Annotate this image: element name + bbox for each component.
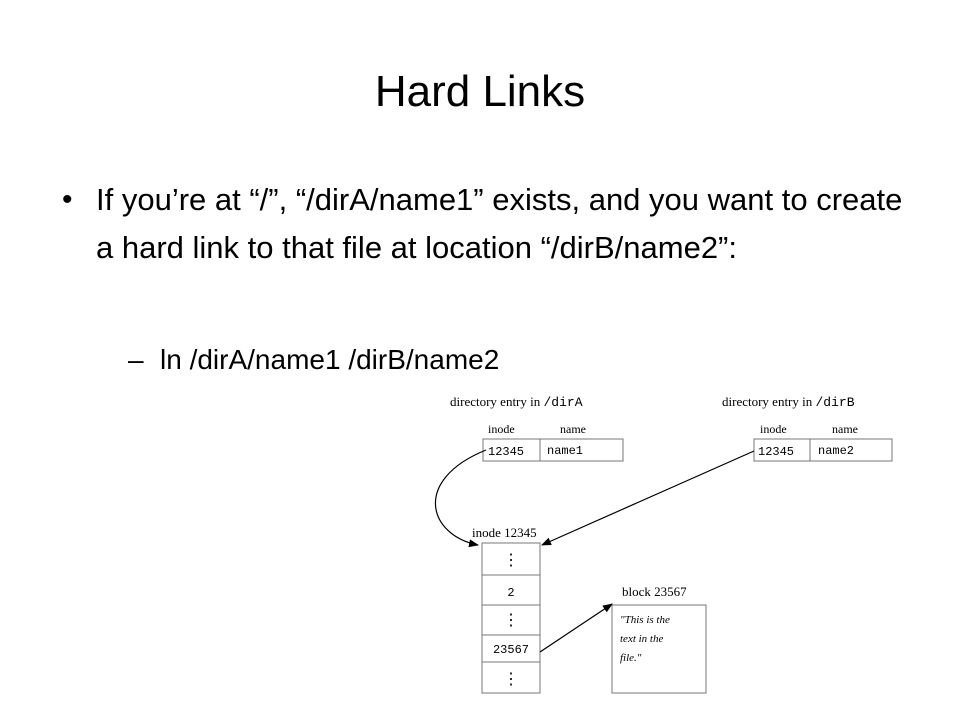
data-block: block 23567 "This is the text in the fil… bbox=[611, 584, 707, 694]
main-bullet: • If you’re at “/”, “/dirA/name1” exists… bbox=[62, 176, 922, 272]
inode-block-pointer: 23567 bbox=[493, 643, 529, 657]
data-block-line-3: file." bbox=[620, 652, 642, 664]
dirA-col-name: name bbox=[560, 422, 586, 436]
inode-link-count: 2 bbox=[507, 586, 514, 600]
dirB-caption: directory entry in /dirB bbox=[722, 394, 855, 410]
sub-bullet-dash: – bbox=[128, 344, 144, 375]
sub-bullet-command: ln /dirA/name1 /dirB/name2 bbox=[160, 344, 500, 375]
dirB-to-inode-arrow bbox=[541, 450, 755, 546]
dirB-col-name: name bbox=[832, 422, 858, 436]
dirA-caption-text: directory entry in bbox=[450, 394, 544, 409]
main-bullet-text: If you’re at “/”, “/dirA/name1” exists, … bbox=[96, 182, 903, 265]
dirA-entry: directory entry in /dirA inode name 1234… bbox=[450, 394, 624, 462]
inode-ellipsis-bottom: ⋮ bbox=[503, 671, 519, 689]
data-block-line-2: text in the bbox=[620, 633, 663, 645]
inode-label: inode 12345 bbox=[472, 525, 537, 540]
dirA-inode-value: 12345 bbox=[488, 445, 524, 459]
dirA-col-inode: inode bbox=[488, 422, 515, 436]
slide-title: Hard Links bbox=[374, 67, 586, 116]
bullet-dot: • bbox=[62, 183, 73, 216]
sub-bullet: –ln /dirA/name1 /dirB/name2 bbox=[128, 338, 888, 382]
inode-ellipsis-top: ⋮ bbox=[503, 552, 519, 570]
inode-block: inode 12345 ⋮ 2 ⋮ 23567 ⋮ bbox=[472, 525, 541, 694]
dirA-row-box bbox=[482, 438, 624, 462]
data-block-label: block 23567 bbox=[622, 584, 687, 599]
inode-to-block-arrow bbox=[539, 603, 613, 653]
dirB-entry: directory entry in /dirB inode name 1234… bbox=[722, 394, 893, 462]
inode-box bbox=[481, 542, 541, 694]
dirA-caption: directory entry in /dirA bbox=[450, 394, 583, 410]
dirB-inode-value: 12345 bbox=[758, 445, 794, 459]
data-block-box bbox=[611, 604, 707, 694]
dirB-caption-path: /dirB bbox=[816, 395, 855, 410]
dirB-col-inode: inode bbox=[760, 422, 787, 436]
dirA-caption-path: /dirA bbox=[544, 395, 583, 410]
dirB-name-value: name2 bbox=[818, 444, 854, 458]
data-block-line-1: "This is the bbox=[620, 614, 670, 626]
dirB-row-box bbox=[753, 438, 893, 462]
inode-ellipsis-middle: ⋮ bbox=[503, 612, 519, 630]
dirA-to-inode-arrow bbox=[434, 449, 487, 548]
dirB-caption-text: directory entry in bbox=[722, 394, 816, 409]
dirA-name-value: name1 bbox=[547, 444, 583, 458]
